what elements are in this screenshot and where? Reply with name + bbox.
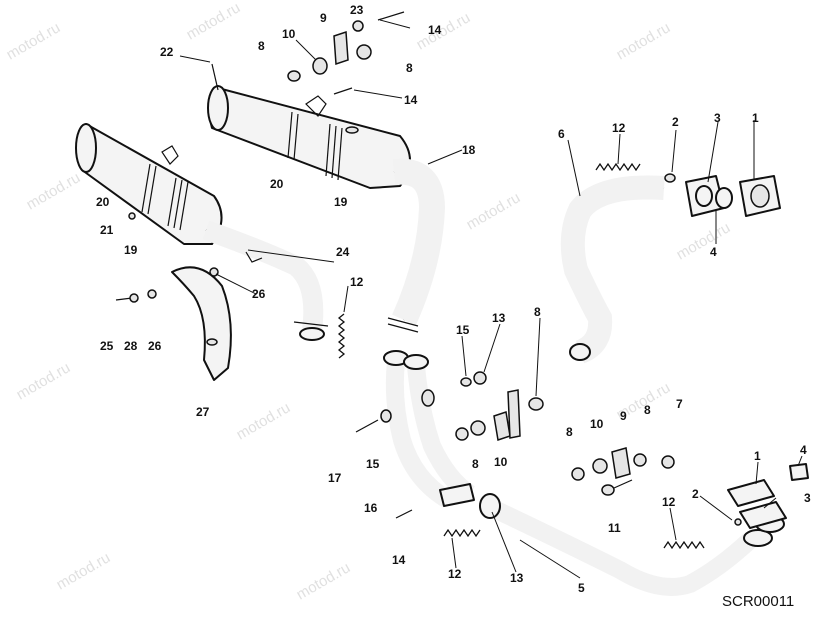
exhaust-pipe-16 xyxy=(383,350,476,508)
watermark-text: motod.ru xyxy=(54,549,114,593)
callout-11: 11 xyxy=(608,521,621,535)
callout-25: 25 xyxy=(100,339,114,353)
callout-14: 14 xyxy=(392,553,406,567)
callout-labels: 1 1 2 2 3 3 4 4 5 6 7 8 8 8 8 8 8 9 9 10… xyxy=(96,3,811,595)
callout-9: 9 xyxy=(620,409,627,423)
watermark-text: motod.ru xyxy=(294,559,354,603)
callout-8: 8 xyxy=(406,61,413,75)
callout-1: 1 xyxy=(752,111,759,125)
callout-9: 9 xyxy=(320,11,327,25)
spring-12-lower xyxy=(663,540,705,550)
hardware-group xyxy=(115,11,742,526)
callout-15: 15 xyxy=(366,457,380,471)
watermark-text: motod.ru xyxy=(414,9,474,53)
callout-12: 12 xyxy=(350,275,364,289)
watermark-text: motod.ru xyxy=(614,19,674,63)
watermark-text: motod.ru xyxy=(4,19,64,63)
callout-2: 2 xyxy=(692,487,699,501)
callout-12: 12 xyxy=(612,121,626,135)
heat-shield-27 xyxy=(171,266,232,381)
callout-10: 10 xyxy=(494,455,508,469)
spring-12-top xyxy=(595,162,641,172)
callout-1: 1 xyxy=(754,449,761,463)
callout-4: 4 xyxy=(710,245,717,259)
watermark-text: motod.ru xyxy=(24,169,84,213)
flange-assembly-upper xyxy=(664,173,781,217)
callout-21: 21 xyxy=(100,223,114,237)
callout-14: 14 xyxy=(428,23,442,37)
callout-20: 20 xyxy=(270,177,284,191)
flange-assembly-lower xyxy=(727,463,809,529)
callout-26: 26 xyxy=(148,339,162,353)
callout-15: 15 xyxy=(456,323,470,337)
callout-2: 2 xyxy=(672,115,679,129)
exhaust-pipe-24 xyxy=(202,220,329,341)
callout-3: 3 xyxy=(804,491,811,505)
leader-lines xyxy=(179,19,803,579)
callout-13: 13 xyxy=(492,311,506,325)
callout-7: 7 xyxy=(676,397,683,411)
exhaust-pipe-6 xyxy=(560,175,665,364)
exhaust-pipe-18 xyxy=(387,158,446,333)
callout-8: 8 xyxy=(534,305,541,319)
watermark-text: motod.ru xyxy=(14,359,74,403)
exhaust-pipe-5 xyxy=(479,493,785,596)
callout-17: 17 xyxy=(328,471,342,485)
callout-8: 8 xyxy=(258,39,265,53)
callout-4: 4 xyxy=(800,443,807,457)
figure-code: SCR00011 xyxy=(722,593,794,610)
callout-26: 26 xyxy=(252,287,266,301)
lower-muffler xyxy=(75,123,223,245)
watermark-text: motod.ru xyxy=(184,0,244,43)
callout-24: 24 xyxy=(336,245,350,259)
watermark-text: motod.ru xyxy=(674,219,734,263)
callout-8: 8 xyxy=(566,425,573,439)
callout-20: 20 xyxy=(96,195,110,209)
callout-8: 8 xyxy=(472,457,479,471)
callout-27: 27 xyxy=(196,405,210,419)
watermark-text: motod.ru xyxy=(234,399,294,443)
callout-23: 23 xyxy=(350,3,364,17)
callout-6: 6 xyxy=(558,127,565,141)
spring-12-bottom xyxy=(443,528,481,538)
callout-8: 8 xyxy=(644,403,651,417)
callout-16: 16 xyxy=(364,501,378,515)
callout-19: 19 xyxy=(334,195,348,209)
callout-13: 13 xyxy=(510,571,524,585)
watermark-text: motod.ru xyxy=(464,189,524,233)
callout-19: 19 xyxy=(124,243,138,257)
callout-12: 12 xyxy=(448,567,462,581)
callout-28: 28 xyxy=(124,339,138,353)
callout-3: 3 xyxy=(714,111,721,125)
callout-22: 22 xyxy=(160,45,174,59)
callout-14: 14 xyxy=(404,93,418,107)
callout-10: 10 xyxy=(282,27,296,41)
callout-10: 10 xyxy=(590,417,604,431)
callout-12: 12 xyxy=(662,495,676,509)
callout-18: 18 xyxy=(462,143,476,157)
spring-12-vertical xyxy=(337,313,346,359)
upper-muffler xyxy=(207,85,411,189)
callout-5: 5 xyxy=(578,581,585,595)
